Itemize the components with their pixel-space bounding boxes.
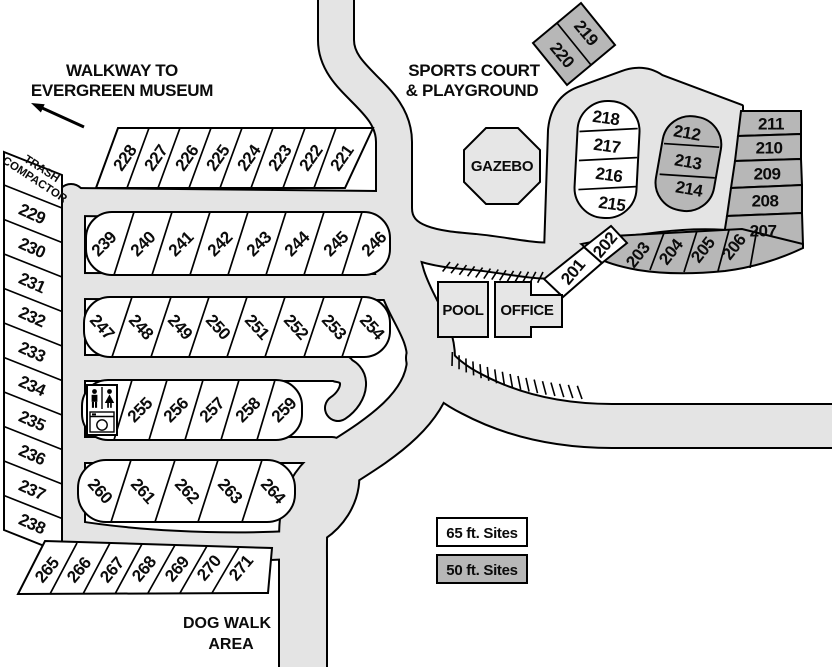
site-label-215: 215: [597, 193, 626, 216]
row-221-228: [94, 127, 375, 189]
legend-65ft-label: 65 ft. Sites: [446, 525, 517, 542]
sites-201-202: [542, 224, 629, 299]
row-255-259: [81, 379, 303, 441]
sports-court-label-line2: & PLAYGROUND: [406, 81, 539, 100]
site-label-213: 213: [673, 150, 703, 173]
site-label-217: 217: [592, 135, 621, 158]
row-260-264: [77, 459, 296, 523]
walkway-arrow: [31, 103, 85, 129]
restroom-laundry-icon: [86, 384, 118, 436]
site-label-207: 207: [750, 222, 777, 241]
pod-215-218: [573, 99, 641, 220]
legend-65ft-swatch: [436, 517, 528, 547]
map-legend: 65 ft. Sites 50 ft. Sites: [436, 517, 528, 584]
legend-50ft-label: 50 ft. Sites: [446, 562, 517, 579]
site-label-211: 211: [758, 115, 784, 134]
dog-walk-label-line2: AREA: [208, 636, 254, 653]
dog-walk-label-line1: DOG WALK: [183, 615, 271, 632]
site-label-212: 212: [672, 121, 702, 144]
site-label-216: 216: [594, 164, 623, 187]
site-label-218: 218: [591, 107, 620, 130]
row-265-271: [16, 539, 274, 596]
office-building: [494, 281, 563, 338]
office-label: OFFICE: [500, 302, 553, 319]
legend-50ft-swatch: [436, 554, 528, 584]
gazebo-label: GAZEBO: [471, 158, 534, 175]
pool-building: [437, 281, 489, 338]
pool-label: POOL: [442, 302, 483, 319]
gazebo-building: [463, 127, 541, 205]
pod-212-214: [654, 115, 723, 213]
site-label-209: 209: [754, 165, 781, 184]
band-203-206: [594, 227, 804, 275]
row-247-254: [83, 296, 391, 358]
sites-219-220: [531, 1, 617, 87]
sports-court-label-line1: SPORTS COURT: [408, 61, 540, 80]
walkway-label-line1: WALKWAY TO: [66, 61, 178, 80]
walkway-label-line2: EVERGREEN MUSEUM: [31, 81, 213, 100]
column-207-211: [720, 110, 805, 250]
row-239-246: [85, 211, 391, 276]
site-label-208: 208: [752, 192, 779, 211]
site-label-214: 214: [674, 177, 705, 201]
site-label-210: 210: [756, 139, 783, 158]
curb-tick-marks: [442, 261, 583, 400]
